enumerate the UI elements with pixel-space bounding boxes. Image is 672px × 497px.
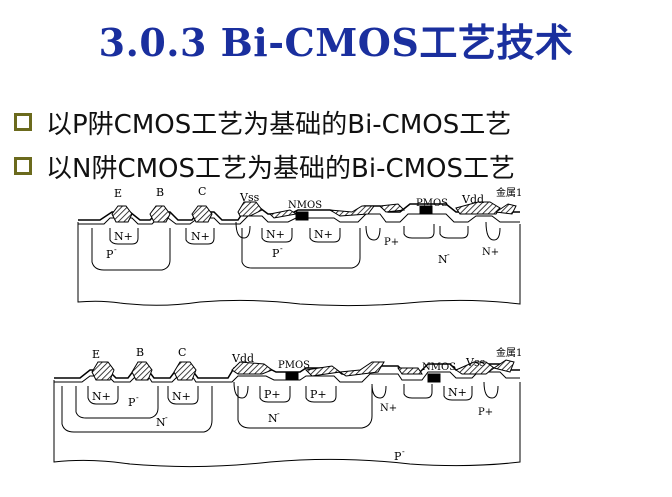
superscript-minus: -: [447, 250, 450, 259]
label-p-minus: P: [272, 247, 280, 260]
square-bullet-icon: [14, 113, 32, 131]
label-metal1: 金属1: [496, 346, 522, 359]
label-emitter: E: [92, 348, 100, 361]
n-well-bicmos-cross-section: [53, 359, 521, 468]
bullet-list: 以P阱CMOS工艺为基础的Bi-CMOS工艺 以N阱CMOS工艺为基础的Bi-C…: [14, 100, 515, 188]
label-n-plus: N+: [172, 390, 191, 403]
superscript-minus: -: [277, 409, 280, 418]
label-p-minus: P: [106, 248, 114, 261]
label-emitter: E: [114, 187, 122, 200]
bullet-item: 以N阱CMOS工艺为基础的Bi-CMOS工艺: [14, 144, 515, 188]
superscript-minus: -: [136, 393, 139, 402]
label-n-minus: N: [156, 416, 166, 429]
label-n-plus: N+: [114, 230, 133, 243]
label-n-plus: N+: [482, 247, 499, 258]
label-p-plus: P+: [384, 237, 399, 248]
label-p-plus: P+: [478, 407, 493, 418]
label-nmos: NMOS: [288, 200, 322, 211]
label-collector: C: [198, 185, 206, 198]
label-p-minus: P: [128, 396, 136, 409]
label-n-plus: N+: [266, 228, 285, 241]
label-vdd: Vdd: [461, 193, 484, 206]
label-vss: Vss: [239, 191, 260, 204]
square-bullet-icon: [14, 157, 32, 175]
label-n-plus: N+: [314, 228, 333, 241]
p-well-bicmos-cross-section: [77, 201, 521, 307]
label-p-plus: P+: [264, 388, 281, 401]
label-n-plus: N+: [448, 386, 467, 399]
superscript-minus: -: [402, 447, 405, 456]
superscript-minus: -: [114, 245, 117, 254]
label-n-plus: N+: [191, 230, 210, 243]
label-p-minus: P: [394, 450, 402, 463]
label-base: B: [156, 186, 164, 199]
label-vss: Vss: [465, 356, 486, 369]
label-nmos: NMOS: [422, 362, 456, 373]
label-n-plus: N+: [92, 390, 111, 403]
label-n-minus: N: [438, 253, 448, 266]
bullet-text: 以N阱CMOS工艺为基础的Bi-CMOS工艺: [46, 153, 516, 184]
superscript-minus: -: [165, 413, 168, 422]
label-p-plus: P+: [310, 388, 327, 401]
label-pmos: PMOS: [278, 360, 310, 371]
bullet-item: 以P阱CMOS工艺为基础的Bi-CMOS工艺: [14, 100, 515, 144]
bullet-text: 以P阱CMOS工艺为基础的Bi-CMOS工艺: [46, 109, 512, 140]
label-base: B: [136, 346, 144, 359]
label-pmos: PMOS: [416, 198, 448, 209]
label-n-plus: N+: [380, 403, 397, 414]
superscript-minus: -: [280, 244, 283, 253]
label-n-minus: N: [268, 412, 278, 425]
label-metal1: 金属1: [496, 186, 522, 199]
label-vdd: Vdd: [231, 352, 254, 365]
label-collector: C: [178, 346, 186, 359]
page-title: 3.0.3 Bi-CMOS工艺技术: [98, 20, 574, 65]
